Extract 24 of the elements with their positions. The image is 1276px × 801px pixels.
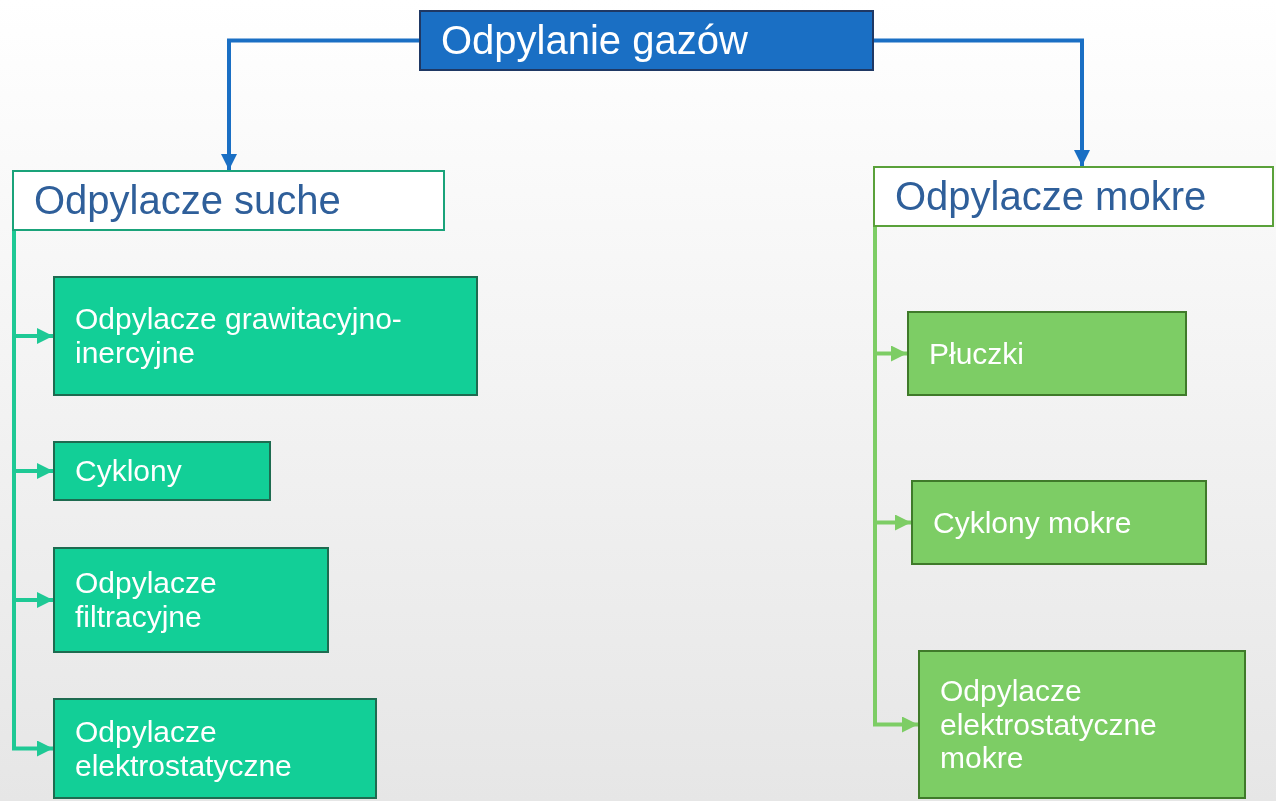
- node-label: Odpylacze mokre: [895, 174, 1207, 219]
- connector-arrow: [873, 227, 918, 733]
- process-box: [53, 441, 271, 501]
- process-box: [53, 276, 478, 396]
- category-box: [12, 170, 445, 231]
- root-box: [419, 10, 874, 71]
- node-label: Odpylacze suche: [34, 178, 341, 223]
- node-label: Odpylacze grawitacyjno-inercyjne: [75, 302, 403, 370]
- process-box: [907, 311, 1187, 396]
- category-box: [873, 166, 1274, 227]
- process-box: [53, 698, 377, 799]
- process-box: [53, 547, 329, 653]
- node-label: Odpylacze filtracyjne: [75, 566, 218, 634]
- node-label: Odpylacze elektrostatyczne: [75, 714, 293, 783]
- node-label: Cyklony mokre: [933, 505, 1132, 540]
- node-label: Odpylacze elektrostatyczne mokre: [940, 674, 1158, 775]
- process-box: [911, 480, 1207, 565]
- connector-arrow: [12, 231, 53, 757]
- node-label: Odpylanie gazów: [441, 18, 748, 63]
- connector-arrow: [874, 38, 1090, 166]
- node-label: Płuczki: [929, 336, 1025, 371]
- connector-arrow: [221, 38, 419, 170]
- node-label: Cyklony: [75, 454, 182, 488]
- process-box: [918, 650, 1246, 799]
